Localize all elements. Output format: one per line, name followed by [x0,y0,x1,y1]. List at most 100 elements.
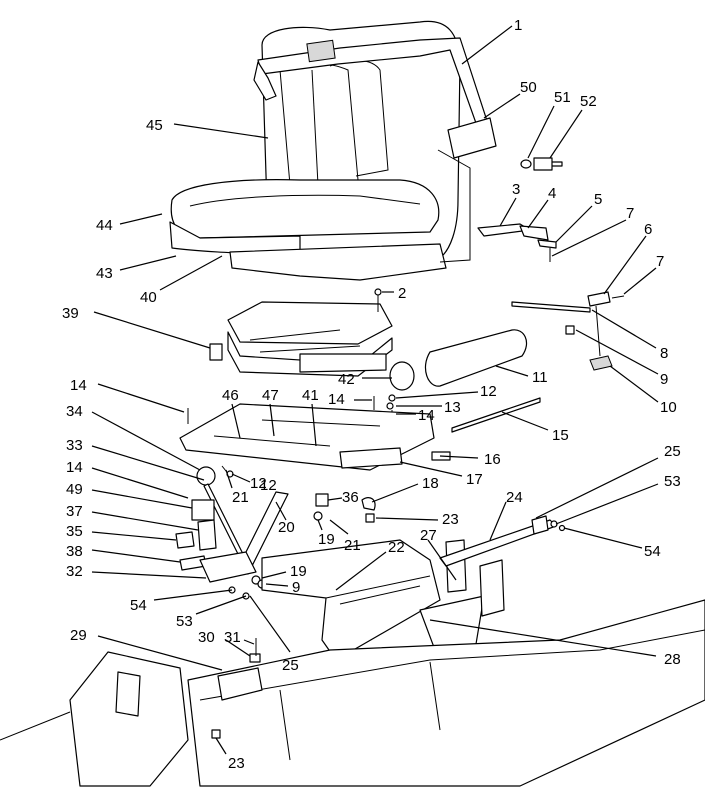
callout-36: 36 [342,489,359,506]
callout-10: 10 [660,399,677,416]
callout-5: 5 [594,191,602,208]
leader-5 [555,205,593,243]
callout-labels: 1 2 3 4 5 6 7 7 8 9 9 10 11 12 12 12 13 … [62,17,681,772]
callout-13: 13 [444,399,461,416]
callout-8: 8 [660,345,668,362]
callout-14b: 14 [66,459,83,476]
leader-32 [91,571,207,579]
leader-9b [265,583,289,587]
leader-20 [275,501,287,521]
plate-37 [197,519,217,551]
leader-8 [591,309,657,349]
leader-15 [501,411,549,431]
callout-25a: 25 [664,443,681,460]
stud-39 [209,343,223,361]
leader-1 [461,25,513,65]
bolt-54b [558,524,566,532]
tractor-chassis [0,599,705,787]
callout-44: 44 [96,217,113,234]
seat-belt-buckle [306,39,336,63]
callout-20: 20 [278,519,295,536]
bracket-25 [531,515,549,535]
callout-54b: 54 [644,543,661,560]
ring-42 [389,361,415,391]
clip-9 [565,325,575,335]
leader-lines [91,25,659,755]
leader-23a [375,517,439,521]
chassis-inner-rail [199,629,705,701]
seat-back-groove [311,69,319,186]
lever-link [595,305,601,357]
bracket-29 [217,667,263,701]
callout-2: 2 [398,285,406,302]
callout-25b: 25 [282,657,299,674]
plate-slot-46 [213,435,331,447]
adjust-levers [175,465,376,600]
washer-13 [386,402,394,410]
leader-28 [429,619,657,657]
leader-35 [91,531,177,541]
leader-44 [119,213,163,225]
leader-49 [91,489,193,509]
leader-25a [535,457,659,519]
callout-9a: 9 [660,371,668,388]
leader-41 [311,403,317,447]
chassis-main-deck [187,599,705,787]
pan-22-edge [325,575,431,599]
callout-19a: 19 [318,531,335,548]
callout-21b: 21 [344,537,361,554]
callout-14d: 14 [418,407,435,424]
leader-21b [329,519,349,535]
washer-12-right [388,394,396,402]
pin-7b [611,295,625,299]
chassis-cross-member [279,661,441,761]
callout-18: 18 [422,475,439,492]
leader-52 [549,109,583,159]
callout-32: 32 [66,563,83,580]
leader-43 [119,255,177,271]
leader-12a [231,473,251,483]
plate-slot-47 [261,419,381,427]
leader-47 [269,403,275,437]
leader-4 [527,199,549,229]
leader-10 [609,365,659,403]
callout-16: 16 [484,451,501,468]
leader-37 [91,511,199,531]
slide-rod-8 [511,301,591,313]
leader-11 [495,365,529,377]
callout-14a: 14 [70,377,87,394]
nut-23-bottom [211,729,221,739]
plate-17 [339,447,403,469]
callout-34: 34 [66,403,83,420]
callout-37: 37 [66,503,83,520]
leader-22 [335,551,387,591]
leader-38 [91,549,181,563]
leader-6 [603,235,647,295]
chassis-fender-plate [115,671,141,717]
spacer-30 [249,653,261,663]
cover-11 [425,329,527,387]
leader-54b [563,527,643,549]
pan-22-slot [339,585,421,605]
washer-19a [313,511,323,521]
leader-7b [623,267,657,295]
callout-22: 22 [388,539,405,556]
callout-6: 6 [644,221,652,238]
leader-17 [399,461,463,477]
bracket-36 [315,493,329,507]
leader-14b [91,467,189,499]
callout-49: 49 [66,481,83,498]
seat-cushion [170,179,440,239]
leader-16 [439,455,479,459]
spring-5 [537,239,557,249]
leader-9a [575,329,659,375]
leader-36 [327,497,343,501]
suspension-top-plate [227,301,393,345]
callout-30: 30 [198,629,215,646]
clip-35 [175,531,195,549]
callout-15: 15 [552,427,569,444]
chassis-side-line [0,711,71,741]
bracket-25b [479,559,505,617]
callout-47: 47 [262,387,279,404]
